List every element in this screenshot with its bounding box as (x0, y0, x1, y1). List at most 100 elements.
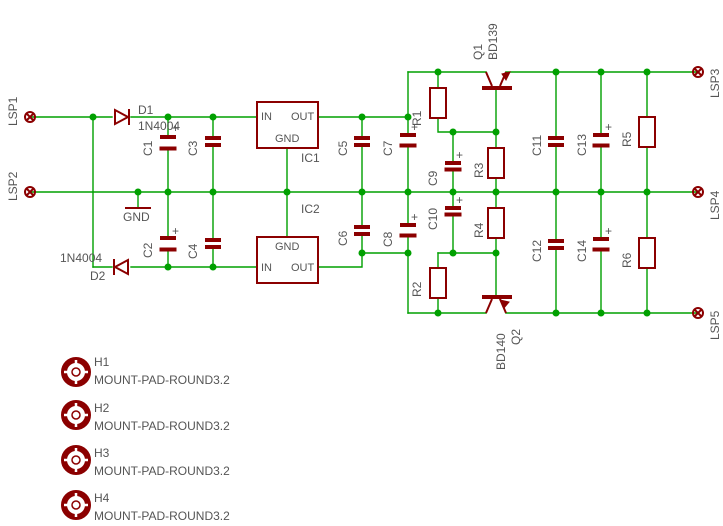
capacitor-c9: + C9 (426, 148, 463, 186)
resistor-body-icon (638, 116, 656, 148)
connector-pad-icon (692, 186, 704, 198)
connector-label: LSP4 (708, 190, 722, 220)
transistor-value: BD139 (486, 23, 500, 60)
capacitor-name: C12 (530, 240, 544, 262)
cap-plate-icon (592, 247, 610, 252)
capacitor-c4: C4 (186, 238, 221, 259)
transistor-value: BD140 (494, 333, 508, 370)
junction-dot (164, 263, 172, 271)
diode-d2: 1N4004 D2 (60, 251, 129, 283)
resistor-name: R3 (472, 162, 486, 178)
ic2-body (256, 236, 319, 284)
junction-dot (358, 113, 366, 121)
junction-dot (404, 249, 412, 257)
mount-pad-name: H1 (94, 355, 110, 369)
resistor-r6: R6 (620, 237, 656, 269)
junction-dot (434, 309, 442, 317)
resistor-name: R5 (620, 131, 634, 147)
capacitor-name: C10 (426, 208, 440, 230)
capacitor-name: C2 (141, 242, 155, 258)
cap-polarity: + (172, 224, 179, 238)
capacitor-c14: + C14 (575, 224, 612, 262)
cap-plate-icon (159, 146, 177, 151)
cap-plate-icon (444, 167, 462, 172)
resistor-r4: R4 (472, 207, 505, 239)
cap-polarity: + (456, 193, 463, 207)
mount-pad-value: MOUNT-PAD-ROUND3.2 (94, 373, 230, 387)
mount-pad-cross-icon (64, 403, 88, 427)
capacitor-name: C7 (381, 140, 395, 156)
resistor-r2: R2 (410, 267, 447, 299)
capacitor-name: C5 (336, 140, 350, 156)
connector-pad-icon (692, 66, 704, 78)
connector-lsp4: LSP4 (692, 186, 722, 220)
capacitor-name: C1 (141, 140, 155, 156)
mount-pad-value: MOUNT-PAD-ROUND3.2 (94, 419, 230, 433)
junction-dot (643, 309, 651, 317)
junction-dot (643, 188, 651, 196)
resistor-body-icon (487, 147, 505, 179)
connector-cross-icon (693, 187, 703, 197)
cap-polarity: + (456, 148, 463, 162)
junction-dot (209, 263, 217, 271)
diode-triangle-icon (114, 108, 131, 126)
junctions (89, 68, 651, 317)
junction-dot (434, 68, 442, 76)
mount-pad-hole-icon (71, 367, 81, 377)
connector-label: LSP1 (6, 96, 20, 126)
junction-dot (597, 68, 605, 76)
capacitor-name: C14 (575, 240, 589, 262)
mount-pad-value: MOUNT-PAD-ROUND3.2 (94, 509, 230, 523)
transistor-name: Q1 (471, 44, 485, 60)
junction-dot (597, 309, 605, 317)
mount-pad-h3: H3 MOUNT-PAD-ROUND3.2 (61, 445, 230, 478)
transistor-emitter-arrow-icon (501, 71, 511, 81)
ic2-pin-in: IN (261, 262, 272, 274)
resistor-r1: R1 (410, 87, 447, 126)
resistor-r5: R5 (620, 116, 656, 148)
capacitor-name: C3 (186, 140, 200, 156)
mount-pad-value: MOUNT-PAD-ROUND3.2 (94, 464, 230, 478)
resistor-r3: R3 (472, 147, 505, 179)
junction-dot (404, 188, 412, 196)
junction-dot (597, 188, 605, 196)
ic1-pin-gnd: GND (275, 133, 300, 145)
cap-plate-icon (354, 225, 370, 236)
capacitor-name: C8 (381, 231, 395, 247)
mount-pad-name: H4 (94, 491, 110, 505)
transistor-emitter-arrow-icon (499, 299, 510, 309)
junction-dot (449, 249, 457, 257)
cap-plate-icon (159, 247, 177, 252)
capacitor-c11: C11 (530, 135, 564, 156)
resistor-name: R2 (410, 281, 424, 297)
resistor-body-icon (429, 87, 447, 119)
capacitor-c7: + C7 (381, 120, 418, 156)
ic2-pin-out: OUT (291, 262, 315, 274)
connector-lsp5: LSP5 (692, 307, 722, 340)
capacitor-c6: C6 (336, 225, 370, 246)
transistor-q2: BD140 Q2 (482, 295, 523, 370)
capacitor-c10: + C10 (426, 193, 463, 230)
resistor-body-icon (638, 237, 656, 269)
junction-dot (492, 188, 500, 196)
connector-label: LSP5 (708, 310, 722, 340)
capacitor-c13: + C13 (575, 120, 612, 156)
capacitor-name: C9 (426, 170, 440, 186)
cap-plate-icon (354, 136, 370, 147)
ic2-name: IC2 (301, 202, 320, 216)
diode-value: 1N4004 (60, 251, 102, 265)
transistor-name: Q2 (509, 329, 523, 345)
ic1-name: IC1 (301, 151, 320, 165)
diode-triangle-icon (112, 258, 129, 276)
mount-pad-cross-icon (64, 493, 88, 517)
junction-dot (449, 188, 457, 196)
cap-plate-icon (399, 143, 417, 148)
resistor-name: R6 (620, 252, 634, 268)
mount-pad-h2: H2 MOUNT-PAD-ROUND3.2 (61, 400, 230, 433)
cap-polarity: + (411, 120, 418, 134)
resistor-name: R4 (472, 222, 486, 238)
junction-dot (283, 188, 291, 196)
junction-dot (358, 249, 366, 257)
diode-value: 1N4004 (138, 119, 180, 133)
junction-dot (358, 188, 366, 196)
